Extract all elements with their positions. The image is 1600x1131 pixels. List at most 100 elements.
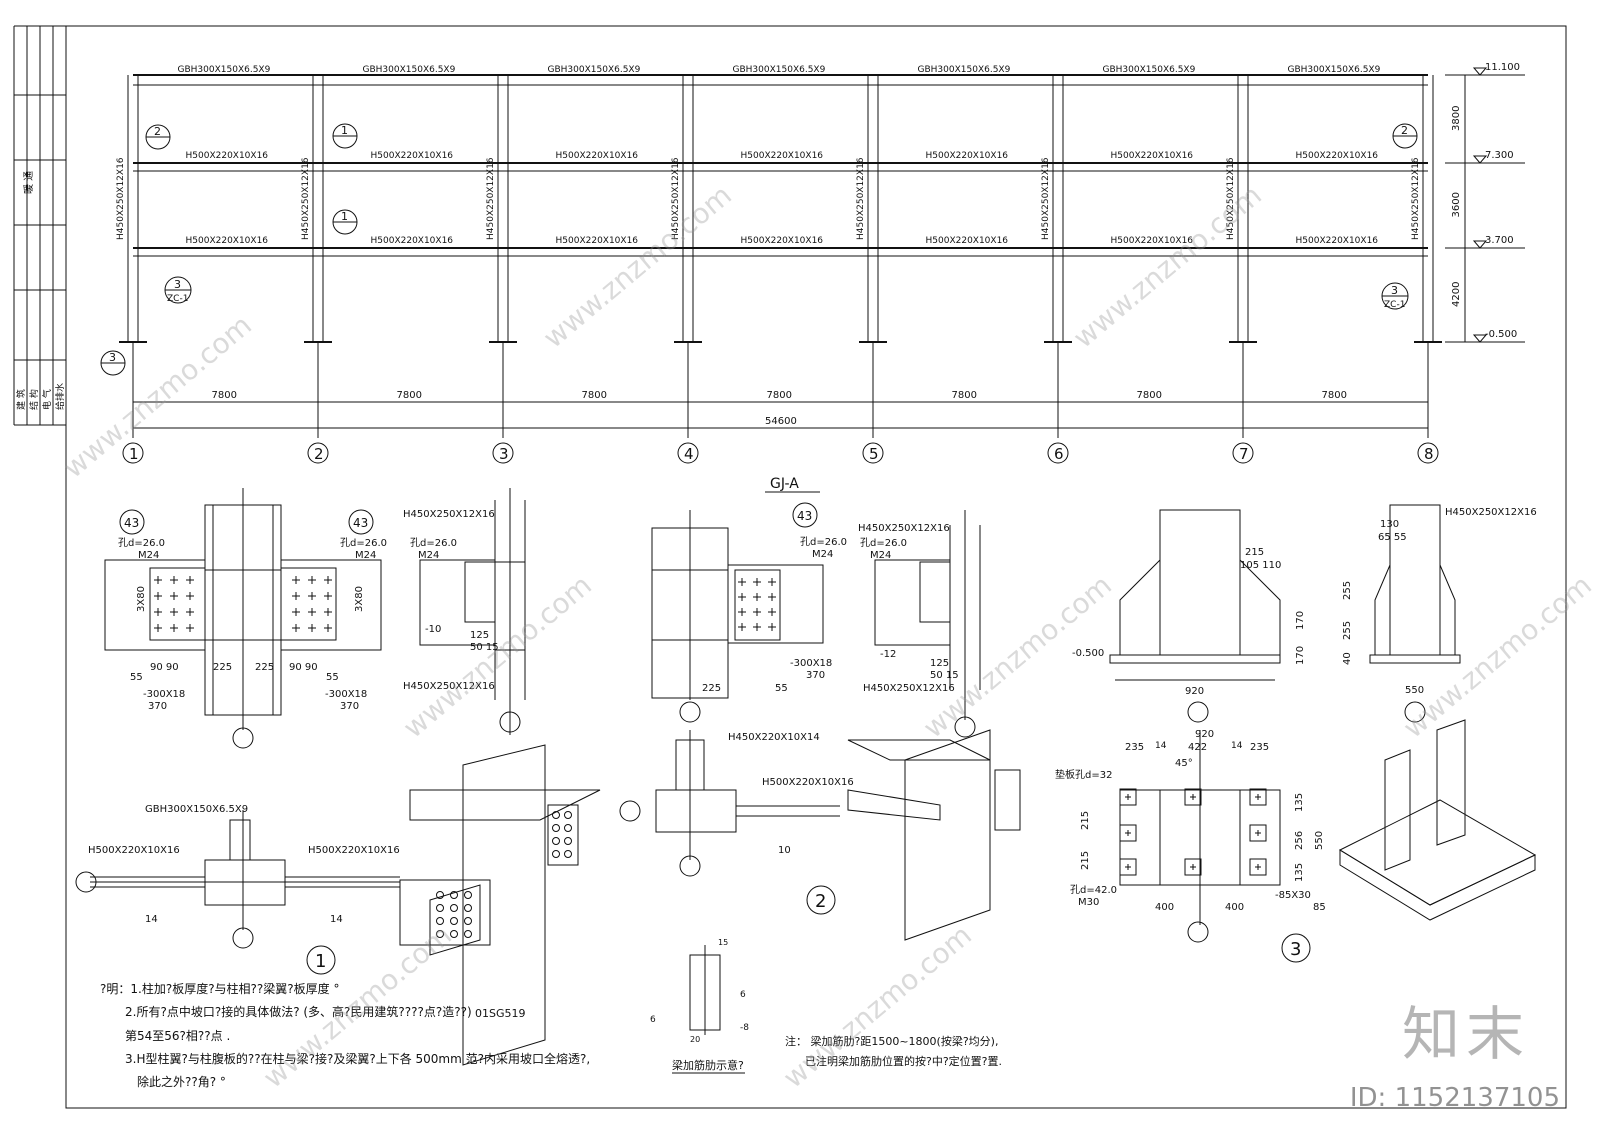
axis-number: 4 xyxy=(684,445,694,463)
column-label: H450X250X12X16 xyxy=(1226,157,1236,240)
roof-member-label: GBH300X150X6.5X9 xyxy=(548,65,641,75)
weld-tag: 43 xyxy=(353,516,368,530)
hole-label: 孔d=26.0 xyxy=(118,537,165,549)
bolt-icon xyxy=(464,917,472,925)
side-row-3: 电 气 xyxy=(41,389,53,410)
level-value: 7.300 xyxy=(1485,150,1514,161)
hole-label: 孔d=26.0 xyxy=(340,537,387,549)
column-label: H450X250X12X16 xyxy=(486,157,496,240)
anchor-hole: 孔d=42.0 xyxy=(1070,884,1117,896)
beam-label: H500X220X10X16 xyxy=(556,236,639,246)
bolt-icon xyxy=(324,624,332,632)
dim: 400 xyxy=(1225,902,1244,913)
bolt-icon xyxy=(1190,794,1196,800)
axis-bubble xyxy=(307,442,329,464)
beam-label: H450X220X10X14 xyxy=(728,732,820,743)
bolt-icon xyxy=(1125,864,1131,870)
column-label: H450X250X12X16 xyxy=(301,157,311,240)
bolt-icon xyxy=(154,608,162,616)
detail-number: 2 xyxy=(815,891,826,912)
dim: 105 110 xyxy=(1240,560,1281,571)
dim: 65 55 xyxy=(1378,532,1407,543)
anchor-plate xyxy=(1184,788,1202,806)
bolt-icon xyxy=(186,624,194,632)
column-label: H450X250X12X16 xyxy=(1041,157,1051,240)
connection-detail-gja: GJ-A 43 孔d=26.0 M24 -300X18 370 225 55 xyxy=(651,476,847,723)
ref-number: 2 xyxy=(1401,124,1408,137)
column-base-side: H450X250X12X16 130 65 55 255 255 40 550 xyxy=(1342,504,1537,723)
bolt-icon xyxy=(1255,864,1261,870)
weld-tag: 43 xyxy=(797,509,812,523)
beam-label: H500X220X10X16 xyxy=(308,845,400,856)
dim: 400 xyxy=(1155,902,1174,913)
axis-bubble xyxy=(1047,442,1069,464)
bolt-icon xyxy=(768,578,776,586)
anchor-bolt: M30 xyxy=(1078,897,1099,908)
detail-number: 3 xyxy=(1290,939,1301,960)
image-id: ID: 1152137105 xyxy=(1349,1083,1560,1113)
bolt-icon xyxy=(436,891,444,899)
storey-height: 4200 xyxy=(1451,282,1462,307)
bolt-icon xyxy=(738,608,746,616)
dim: 125 xyxy=(470,630,489,641)
storey-height: 3800 xyxy=(1451,106,1462,131)
level-value: -0.500 xyxy=(1485,329,1517,340)
dim: 14 xyxy=(1231,741,1243,751)
ref-number: 3 xyxy=(109,351,116,364)
beam-label: H500X220X10X16 xyxy=(741,236,824,246)
dim: 255 xyxy=(1342,581,1353,600)
beam-label: H500X220X10X16 xyxy=(762,777,854,788)
bolt-icon xyxy=(450,891,458,899)
axis-number: 1 xyxy=(129,445,139,463)
bolt-icon xyxy=(186,592,194,600)
connection-section-1: H450X250X12X16 H450X250X12X16 孔d=26.0 M2… xyxy=(403,488,526,735)
bolt-icon xyxy=(738,593,746,601)
bolt-icon xyxy=(1255,794,1261,800)
dim: -8 xyxy=(740,1023,749,1033)
bolt-icon xyxy=(154,592,162,600)
bolt-icon xyxy=(753,593,761,601)
purlin-label: GBH300X150X6.5X9 xyxy=(145,804,248,815)
dim: 225 xyxy=(213,662,232,673)
dim: 40 xyxy=(1342,652,1353,665)
dim: 170 xyxy=(1295,646,1306,665)
note-line: 除此之外??角? ° xyxy=(137,1074,226,1089)
dim: 50 15 xyxy=(470,642,499,653)
stiffener-note: 已注明梁加筋肋位置的按?中?定位置?置. xyxy=(805,1054,1002,1068)
detail-2-plan: 2 H450X220X10X14 H500X220X10X16 10 xyxy=(619,730,854,915)
level-value: 11.100 xyxy=(1485,62,1520,73)
bolt-icon xyxy=(450,904,458,912)
bolt-icon xyxy=(170,576,178,584)
anchor-plate xyxy=(1184,858,1202,876)
note-line: 第54至56?相??点 . xyxy=(125,1029,230,1043)
level-marker xyxy=(1472,240,1488,249)
axis-bubble xyxy=(1232,442,1254,464)
bolt-icon xyxy=(768,608,776,616)
bolt-icon xyxy=(1125,794,1131,800)
stiffener-sketch: 梁加筋肋示意? 15 6 6 -8 20 xyxy=(650,938,749,1074)
axis-number: 5 xyxy=(869,445,879,463)
bolt-icon xyxy=(464,930,472,938)
bolt-icon xyxy=(753,578,761,586)
bolt-group xyxy=(738,578,776,631)
standard-ref: 01SG519 xyxy=(475,1007,526,1020)
beam-label: H500X220X10X16 xyxy=(1296,151,1379,161)
dim: 90 90 xyxy=(289,662,318,673)
detail-3-base-plan: 920 235 14 422 14 235 垫板孔d=32 45° 孔d=42.… xyxy=(1055,729,1326,963)
dim: 130 xyxy=(1380,519,1399,530)
axis-bubble xyxy=(492,442,514,464)
ref-number: 2 xyxy=(154,125,161,138)
level: -0.500 xyxy=(1072,648,1104,659)
axis-bubble xyxy=(862,442,884,464)
anchor-plate xyxy=(1249,788,1267,806)
bolt-icon xyxy=(292,624,300,632)
stiffener-note: 注： 梁加筋肋?距1500~1800(按梁?均分), xyxy=(785,1034,998,1048)
bay-span: 7800 xyxy=(397,390,422,401)
dim: 215 xyxy=(1080,811,1091,830)
column-base-elevation: 920 215 105 110 170 170 -0.500 xyxy=(1072,509,1306,723)
bay-span: 7800 xyxy=(767,390,792,401)
roof-member-label: GBH300X150X6.5X9 xyxy=(1288,65,1381,75)
anchor-plate xyxy=(1249,824,1267,842)
beam-label: H500X220X10X16 xyxy=(371,236,454,246)
